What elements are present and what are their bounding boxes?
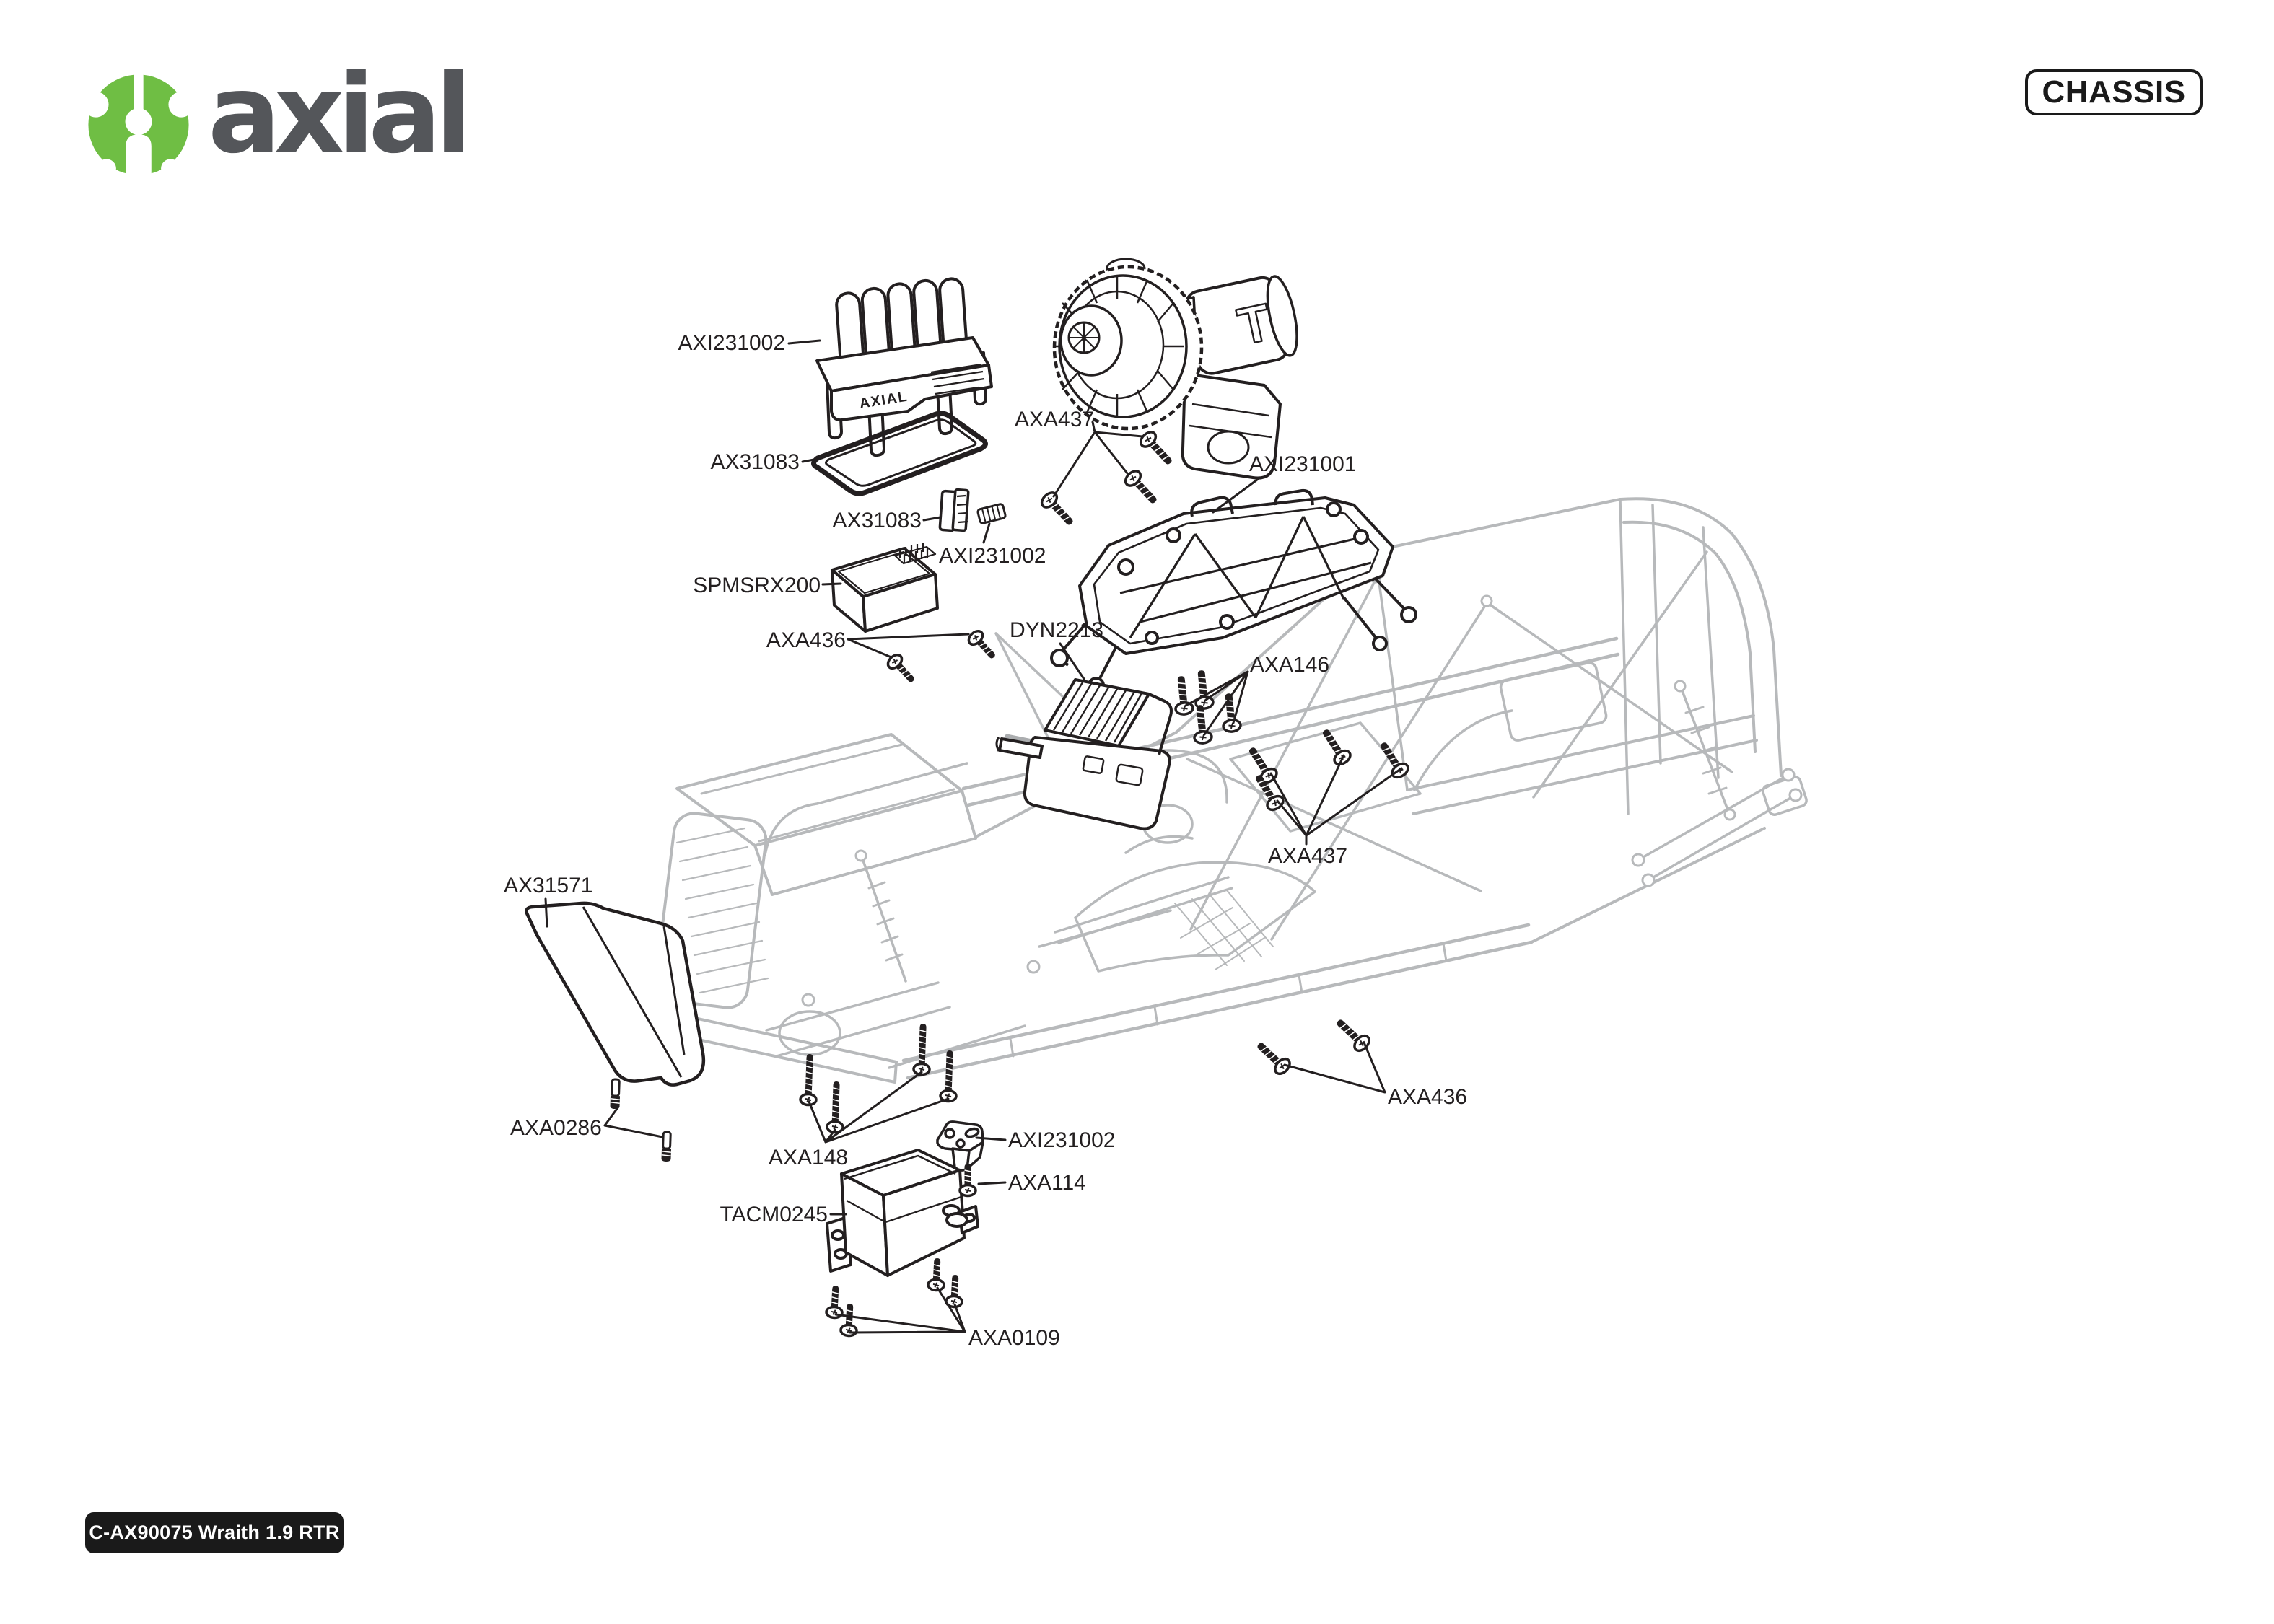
shim-pin-part xyxy=(976,503,1007,524)
receiver-part xyxy=(831,543,939,633)
servo-part xyxy=(826,1149,979,1277)
model-badge: C-AX90075 Wraith 1.9 RTR xyxy=(85,1512,344,1553)
skid-plate-part xyxy=(525,901,706,1087)
battery-clip-part xyxy=(938,488,970,532)
esc-part xyxy=(995,678,1173,830)
axial-logo-icon xyxy=(85,69,192,176)
leader-lines xyxy=(544,339,1403,1334)
brand-wordmark: axial xyxy=(208,52,472,177)
chassis-brace-part xyxy=(1050,488,1417,694)
chassis-badge: CHASSIS xyxy=(2025,69,2203,115)
transmission-part: T xyxy=(1052,258,1298,480)
servo-mount-part xyxy=(936,1120,984,1172)
